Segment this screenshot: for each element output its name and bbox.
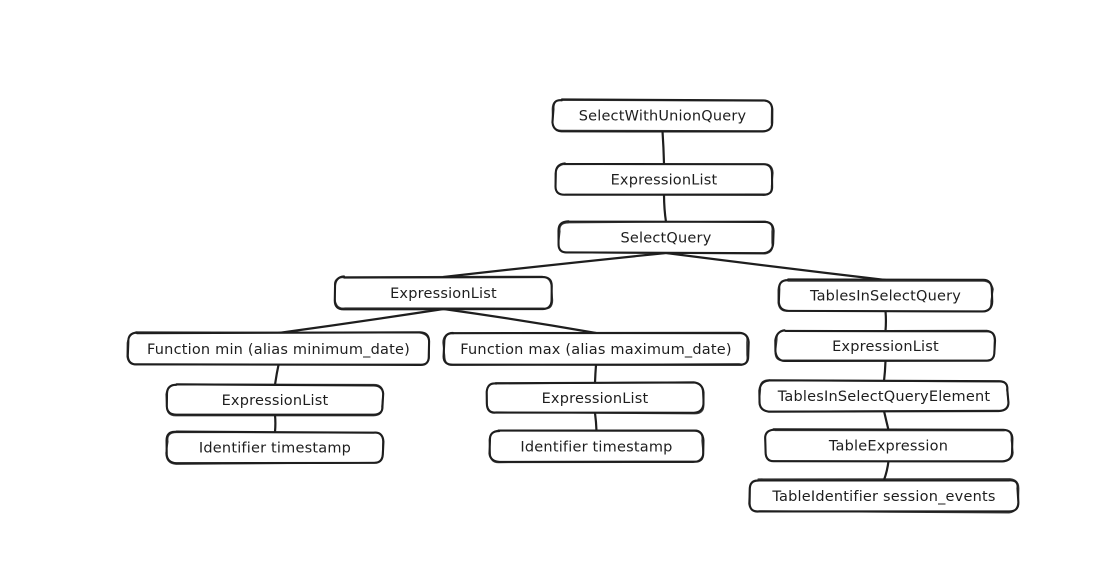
tree-edge (277, 307, 445, 335)
node-box-outline (764, 429, 1014, 463)
tree-node[interactable]: ExpressionList (554, 162, 774, 196)
node-box-outline (486, 381, 705, 415)
tree-node[interactable]: ExpressionList (165, 383, 385, 417)
node-box-outline (551, 99, 773, 132)
node-layer: SelectWithUnionQueryExpressionListSelect… (126, 98, 1020, 514)
tree-node[interactable]: Function max (alias maximum_date) (442, 331, 750, 366)
tree-edge (593, 363, 598, 385)
node-label: ExpressionList (611, 173, 718, 189)
tree-edge (661, 129, 666, 166)
node-box-outline (758, 379, 1010, 413)
node-label: Identifier timestamp (199, 441, 351, 457)
node-label: SelectWithUnionQuery (579, 109, 747, 125)
tree-edge (664, 251, 887, 282)
node-label: TablesInSelectQuery (809, 289, 961, 305)
node-box-outline (442, 332, 748, 366)
tree-node[interactable]: Identifier timestamp (165, 430, 385, 465)
node-label: ExpressionList (390, 286, 497, 302)
tree-edge (442, 307, 598, 335)
node-box-outline (748, 478, 1020, 514)
tree-edge (442, 251, 668, 279)
tree-node[interactable]: ExpressionList (333, 275, 554, 311)
tree-node[interactable]: TableIdentifier session_events (748, 478, 1020, 514)
tree-edge (882, 409, 890, 432)
node-box-outline (774, 329, 996, 362)
node-label: ExpressionList (832, 339, 939, 355)
node-label: ExpressionList (222, 393, 329, 409)
node-box-outline (777, 279, 994, 313)
node-box-outline (554, 163, 774, 196)
tree-edge (882, 459, 890, 482)
tree-edge (593, 411, 598, 433)
node-box-outline (126, 331, 430, 366)
tree-node[interactable]: SelectQuery (557, 220, 775, 255)
tree-edge (882, 359, 887, 383)
node-box-outline (488, 429, 704, 464)
tree-node[interactable]: ExpressionList (485, 381, 705, 415)
node-label: Identifier timestamp (520, 440, 672, 456)
node-label: ExpressionList (542, 391, 649, 407)
tree-node[interactable]: TablesInSelectQuery (777, 278, 994, 313)
node-box-outline (333, 275, 554, 310)
node-label: TableIdentifier session_events (771, 489, 995, 505)
tree-edge (273, 363, 280, 387)
tree-node[interactable]: Identifier timestamp (488, 429, 705, 464)
node-label: TablesInSelectQueryElement (777, 389, 991, 405)
tree-node[interactable]: SelectWithUnionQuery (551, 98, 774, 133)
node-label: Function max (alias maximum_date) (460, 342, 731, 358)
tree-node[interactable]: TableExpression (764, 428, 1014, 463)
node-label: TableExpression (828, 439, 948, 455)
node-box-outline (165, 383, 384, 417)
node-label: SelectQuery (621, 231, 712, 247)
tree-edge (662, 193, 668, 224)
node-label: Function min (alias minimum_date) (147, 342, 410, 358)
tree-node[interactable]: ExpressionList (774, 329, 997, 363)
node-box-outline (557, 220, 774, 255)
node-box-outline (165, 431, 384, 465)
tree-node[interactable]: Function min (alias minimum_date) (126, 331, 431, 367)
tree-node[interactable]: TablesInSelectQueryElement (758, 379, 1010, 413)
